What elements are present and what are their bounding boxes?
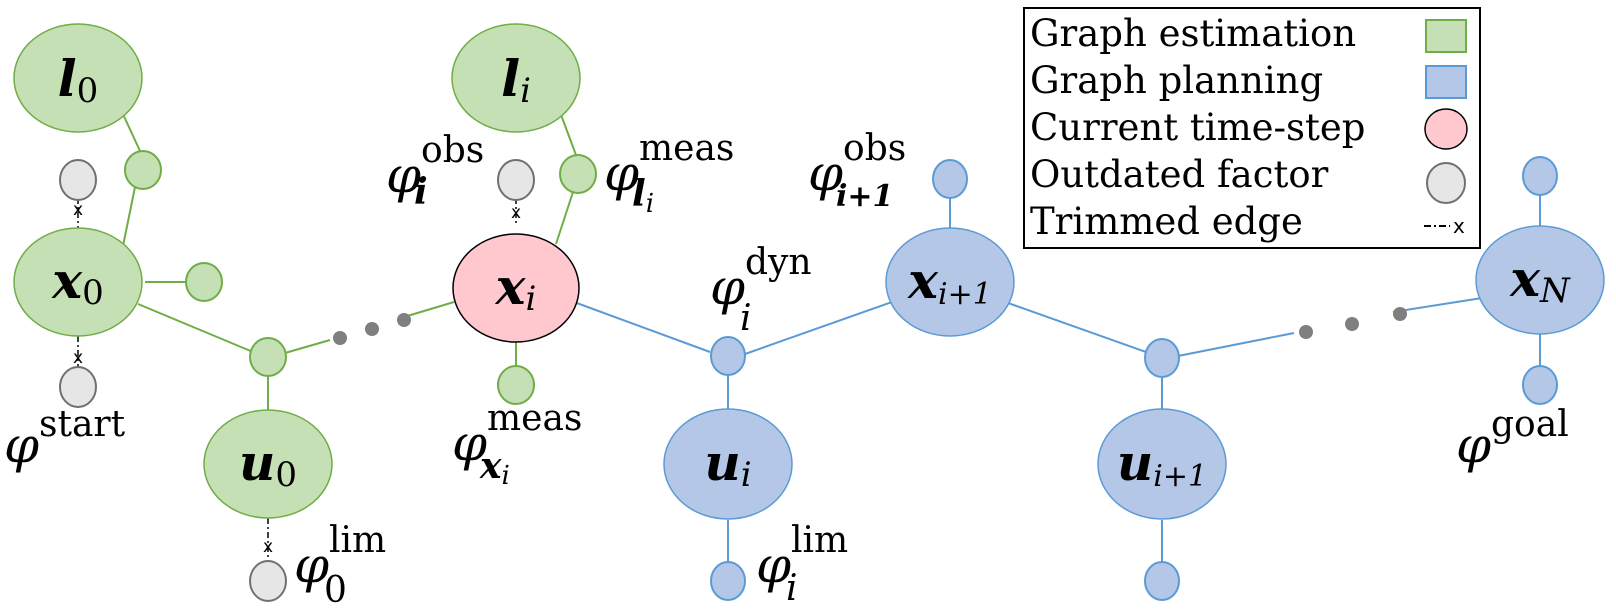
svg-text:x: x — [1453, 214, 1465, 238]
trim-marks: x x x x — [73, 200, 521, 557]
ellipsis-dots — [333, 307, 1407, 345]
factor-goal — [1522, 365, 1558, 405]
legend: Graph estimation Graph planning Current … — [1023, 7, 1481, 249]
edge-dyn0-dots — [284, 339, 331, 354]
legend-swatch-current — [1424, 108, 1468, 150]
factor-label-start: φstart — [4, 404, 126, 474]
factor-outdated-lim-0 — [249, 560, 287, 602]
edge-x0-dyn0 — [137, 303, 254, 353]
label-xi1: xi+1 — [907, 251, 992, 312]
edge-dyn-i-xi1 — [744, 301, 893, 355]
node-li — [451, 23, 581, 133]
factor-label-meas-li: φmeas — [604, 128, 734, 202]
trim-mark-x0-bottom: x — [73, 348, 83, 368]
label-l0: l0 — [58, 49, 99, 111]
factor-label-obs-i-sub: i — [414, 171, 428, 213]
node-xN — [1475, 225, 1605, 335]
factor-outdated-x0-top — [59, 159, 97, 201]
legend-label-outdated: Outdated factor — [1030, 153, 1329, 196]
legend-swatch-outdated — [1426, 162, 1466, 204]
factor-dyn-i — [710, 336, 746, 376]
factor-label-dyn-i-sub: i — [740, 298, 752, 339]
node-l0 — [13, 23, 143, 133]
label-x0: x0 — [51, 251, 103, 313]
edges — [77, 111, 1541, 564]
variable-labels: l0 x0 u0 li xi ui xi+1 ui+1 xN — [51, 49, 1571, 495]
legend-label-planning: Graph planning — [1030, 59, 1323, 102]
factor-dyn-i1 — [1144, 338, 1180, 378]
factor-label-meas-li-sub: li — [632, 173, 654, 219]
ellipsis-dot — [397, 313, 411, 327]
factor-meas-xi — [497, 365, 535, 405]
legend-swatch-planning — [1425, 65, 1467, 99]
label-xi: xi — [495, 257, 537, 319]
factor-outdated-obs-i — [497, 159, 535, 201]
factor-label-obs-i1-sub: i+1 — [836, 179, 893, 214]
factor-label-lim-i: φlim — [756, 520, 848, 594]
label-ui: ui — [704, 433, 751, 495]
label-li: li — [501, 49, 531, 111]
node-ui — [663, 408, 793, 520]
label-ui1: ui+1 — [1117, 433, 1207, 494]
ellipsis-dot — [1345, 317, 1359, 331]
factor-label-obs-i: φobs — [386, 130, 484, 204]
legend-box — [1023, 7, 1481, 249]
edge-xi-dyn-i — [573, 301, 711, 353]
factor-lim-i — [710, 561, 746, 601]
legend-label-trimmed: Trimmed edge — [1030, 200, 1303, 243]
factor-labels: φstart φlim 0 φobs i φmeas li φmeas xi φ… — [4, 128, 1569, 611]
ellipsis-dot — [333, 331, 347, 345]
node-u0 — [203, 409, 333, 519]
trim-mark-u0-bottom: x — [263, 537, 273, 557]
label-xN: xN — [1509, 249, 1571, 311]
edge-l0-factor — [121, 111, 141, 152]
edge-xi1-dyn-i1 — [1007, 302, 1147, 353]
factor-label-lim-0: φlim — [294, 520, 386, 594]
node-xi — [452, 233, 580, 343]
factor-meas-li — [559, 154, 597, 194]
legend-swatch-trimmed: x — [1424, 214, 1465, 238]
edge-dyn-i1-dots — [1177, 332, 1295, 357]
legend-label-current: Current time-step — [1030, 106, 1366, 149]
factor-label-lim-i-sub: i — [786, 568, 798, 609]
factor-xN-top — [1522, 156, 1558, 196]
node-x0 — [13, 227, 143, 337]
factor-nodes — [59, 150, 1558, 602]
trim-mark-x0-top: x — [73, 200, 83, 220]
edge-factor-x0 — [122, 186, 136, 247]
factor-label-lim-0-sub: 0 — [324, 570, 347, 611]
factor-lim-i1 — [1144, 561, 1180, 601]
edge-dots-xi — [403, 301, 455, 318]
factor-outdated-start — [59, 366, 97, 408]
legend-swatch-estimation — [1425, 19, 1467, 53]
edge-dots-xN — [1392, 297, 1483, 313]
edge-factor-xi — [555, 191, 574, 245]
factor-label-dyn-i: φdyn — [710, 242, 812, 316]
factor-x0-right — [185, 262, 223, 302]
factor-label-obs-i1: φobs — [808, 128, 906, 202]
label-u0: u0 — [239, 433, 297, 495]
ellipsis-dot — [1299, 325, 1313, 339]
variable-nodes — [13, 23, 1605, 520]
factor-label-meas-xi: φmeas — [452, 398, 582, 472]
ellipsis-dot — [365, 322, 379, 336]
legend-label-estimation: Graph estimation — [1030, 12, 1356, 55]
factor-obs-i1 — [932, 159, 968, 199]
node-ui1 — [1097, 408, 1227, 520]
factor-label-goal: φgoal — [1456, 404, 1569, 474]
edge-li-factor — [559, 111, 577, 156]
factor-l0-x0 — [124, 150, 162, 190]
factor-dyn-0 — [249, 337, 287, 377]
node-xi1 — [885, 227, 1015, 337]
trim-mark-xi-top: x — [511, 203, 521, 223]
factor-label-meas-xi-sub: xi — [479, 445, 510, 491]
ellipsis-dot — [1393, 307, 1407, 321]
